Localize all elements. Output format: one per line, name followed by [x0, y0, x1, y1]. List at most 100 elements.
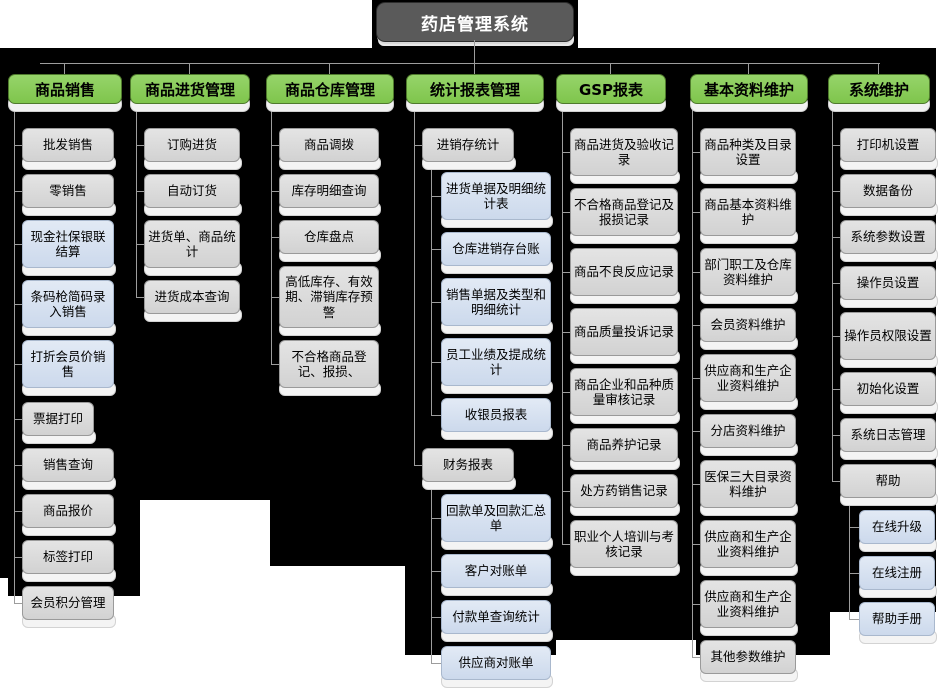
- node-gsp-6[interactable]: 处方药销售记录: [570, 474, 678, 508]
- connector-stub-system-sub0-1: [849, 573, 859, 574]
- node-gsp-1[interactable]: 不合格商品登记及报损记录: [570, 188, 678, 236]
- node-warehouse-0[interactable]: 商品调拨: [279, 128, 379, 162]
- connector-spine-purchase: [136, 102, 137, 297]
- connector-spine-reports: [414, 102, 415, 465]
- column-header-purchase[interactable]: 商品进货管理: [130, 74, 250, 104]
- node-reports-9[interactable]: 付款单查询统计: [441, 600, 551, 634]
- node-basedata-2[interactable]: 部门职工及仓库资料维护: [700, 248, 796, 296]
- node-reports-7[interactable]: 回款单及回款汇总单: [441, 494, 551, 542]
- node-sales-0[interactable]: 批发销售: [22, 128, 114, 162]
- connector-stub-system-3: [832, 283, 840, 284]
- page-gutter-top-right: [578, 0, 948, 48]
- node-reports-4[interactable]: 员工业绩及提成统计: [441, 338, 551, 386]
- node-sales-1[interactable]: 零销售: [22, 174, 114, 208]
- connector-stub-basedata-7: [692, 544, 700, 545]
- node-purchase-3[interactable]: 进货成本查询: [144, 280, 240, 314]
- node-reports-3[interactable]: 销售单据及类型和明细统计: [441, 278, 551, 326]
- column-header-basedata[interactable]: 基本资料维护: [690, 74, 808, 104]
- node-system-8[interactable]: 在线升级: [859, 510, 935, 544]
- node-warehouse-1[interactable]: 库存明细查询: [279, 174, 379, 208]
- node-system-5[interactable]: 初始化设置: [840, 372, 936, 406]
- node-system-10[interactable]: 帮助手册: [859, 602, 935, 636]
- connector-subspine-system-0: [849, 498, 850, 619]
- connector-title-down: [474, 40, 475, 63]
- connector-stub-warehouse-2: [271, 237, 279, 238]
- node-system-9[interactable]: 在线注册: [859, 556, 935, 590]
- node-reports-6[interactable]: 财务报表: [422, 448, 514, 482]
- node-sales-3[interactable]: 条码枪简码录入销售: [22, 280, 114, 328]
- column-header-reports[interactable]: 统计报表管理: [406, 74, 544, 104]
- node-basedata-3[interactable]: 会员资料维护: [700, 308, 796, 342]
- connector-stub-sales-1: [14, 191, 22, 192]
- connector-stub-gsp-2: [562, 272, 570, 273]
- node-warehouse-3[interactable]: 高低库存、有效期、滞销库存预警: [279, 266, 379, 328]
- connector-stub-gsp-3: [562, 332, 570, 333]
- connector-spine-sales: [14, 102, 15, 603]
- node-reports-2[interactable]: 仓库进销存台账: [441, 232, 551, 266]
- connector-stub-basedata-9: [692, 657, 700, 658]
- connector-stub-reports-sub0-2: [431, 302, 441, 303]
- node-reports-5[interactable]: 收银员报表: [441, 398, 551, 432]
- node-system-2[interactable]: 系统参数设置: [840, 220, 936, 254]
- connector-stub-system-6: [832, 435, 840, 436]
- node-sales-8[interactable]: 标签打印: [22, 540, 114, 574]
- connector-stub-sales-0: [14, 145, 22, 146]
- connector-stub-system-2: [832, 237, 840, 238]
- node-basedata-1[interactable]: 商品基本资料维护: [700, 188, 796, 236]
- node-gsp-4[interactable]: 商品企业和品种质量审核记录: [570, 368, 678, 416]
- connector-stub-sales-3: [14, 304, 22, 305]
- node-purchase-1[interactable]: 自动订货: [144, 174, 240, 208]
- node-gsp-0[interactable]: 商品进货及验收记录: [570, 128, 678, 176]
- node-reports-1[interactable]: 进货单据及明细统计表: [441, 172, 551, 220]
- node-reports-0[interactable]: 进销存统计: [422, 128, 514, 162]
- node-purchase-0[interactable]: 订购进货: [144, 128, 240, 162]
- node-basedata-5[interactable]: 分店资料维护: [700, 414, 796, 448]
- node-sales-6[interactable]: 销售查询: [22, 448, 114, 482]
- node-sales-2[interactable]: 现金社保银联结算: [22, 220, 114, 268]
- node-system-6[interactable]: 系统日志管理: [840, 418, 936, 452]
- connector-stub-purchase-3: [136, 297, 144, 298]
- connector-stub-reports-0: [414, 145, 422, 146]
- connector-stub-system-1: [832, 191, 840, 192]
- node-basedata-6[interactable]: 医保三大目录资料维护: [700, 460, 796, 508]
- connector-stub-basedata-5: [692, 431, 700, 432]
- node-gsp-2[interactable]: 商品不良反应记录: [570, 248, 678, 296]
- node-sales-9[interactable]: 会员积分管理: [22, 586, 114, 620]
- node-system-0[interactable]: 打印机设置: [840, 128, 936, 162]
- node-basedata-8[interactable]: 供应商和生产企业资料维护: [700, 580, 796, 628]
- node-system-3[interactable]: 操作员设置: [840, 266, 936, 300]
- node-sales-7[interactable]: 商品报价: [22, 494, 114, 528]
- column-header-gsp[interactable]: GSP报表: [556, 74, 666, 104]
- connector-stub-warehouse-4: [271, 364, 279, 365]
- connector-stub-basedata-2: [692, 272, 700, 273]
- column-header-sales[interactable]: 商品销售: [8, 74, 122, 104]
- node-system-4[interactable]: 操作员权限设置: [840, 312, 936, 360]
- connector-subspine-reports-0: [431, 162, 432, 415]
- node-system-1[interactable]: 数据备份: [840, 174, 936, 208]
- node-purchase-2[interactable]: 进货单、商品统计: [144, 220, 240, 268]
- node-reports-10[interactable]: 供应商对账单: [441, 646, 551, 680]
- node-gsp-3[interactable]: 商品质量投诉记录: [570, 308, 678, 356]
- node-basedata-7[interactable]: 供应商和生产企业资料维护: [700, 520, 796, 568]
- node-basedata-4[interactable]: 供应商和生产企业资料维护: [700, 354, 796, 402]
- node-warehouse-4[interactable]: 不合格商品登记、报损、: [279, 340, 379, 388]
- connector-stub-reports-6: [414, 465, 422, 466]
- node-warehouse-2[interactable]: 仓库盘点: [279, 220, 379, 254]
- node-gsp-7[interactable]: 职业个人培训与考核记录: [570, 520, 678, 568]
- node-basedata-0[interactable]: 商品种类及目录设置: [700, 128, 796, 176]
- connector-stub-reports-sub1-0: [431, 518, 441, 519]
- node-sales-4[interactable]: 打折会员价销售: [22, 340, 114, 388]
- node-reports-8[interactable]: 客户对账单: [441, 554, 551, 588]
- connector-stub-gsp-6: [562, 491, 570, 492]
- column-header-system[interactable]: 系统维护: [828, 74, 930, 104]
- connector-stub-basedata-4: [692, 378, 700, 379]
- node-basedata-9[interactable]: 其他参数维护: [700, 640, 796, 674]
- column-header-warehouse[interactable]: 商品仓库管理: [266, 74, 394, 104]
- node-system-7[interactable]: 帮助: [840, 464, 936, 498]
- connector-stub-purchase-2: [136, 244, 144, 245]
- connector-bus-to-reports: [474, 63, 475, 74]
- node-gsp-5[interactable]: 商品养护记录: [570, 428, 678, 462]
- connector-stub-basedata-1: [692, 212, 700, 213]
- node-sales-5[interactable]: 票据打印: [22, 402, 94, 436]
- connector-stub-basedata-6: [692, 484, 700, 485]
